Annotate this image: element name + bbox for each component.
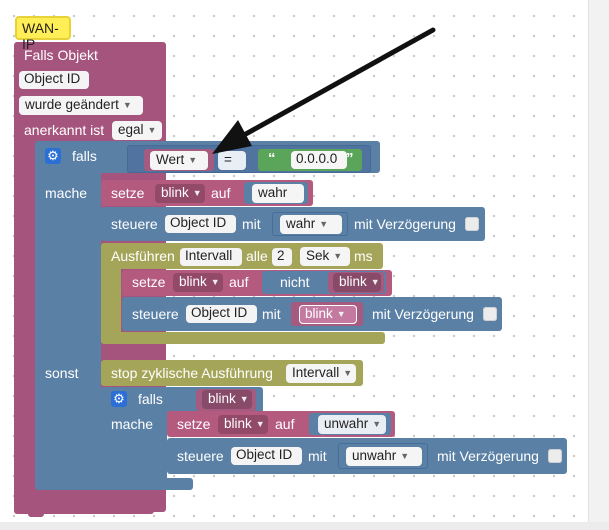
dropdown-arrow-icon: ▼: [255, 419, 265, 429]
set3-var-dropdown[interactable]: blink▼: [218, 415, 268, 434]
set2-label: setze: [132, 274, 166, 290]
not-label: nicht: [280, 274, 310, 290]
interval-block-side: [101, 243, 121, 343]
inner-if-var-dropdown[interactable]: blink▼: [202, 390, 252, 409]
control2-object-id[interactable]: Object ID: [186, 305, 257, 323]
control2-var-label: blink: [305, 306, 333, 321]
dropdown-arrow-icon: ▼: [336, 309, 346, 319]
dropdown-arrow-icon: ▼: [370, 277, 380, 287]
control-delay-label: mit Verzögerung: [354, 216, 456, 232]
delay-checkbox-3[interactable]: [548, 449, 562, 463]
acknowledged-dropdown[interactable]: egal▼: [112, 121, 162, 140]
variable-wert-label: Wert: [156, 152, 185, 167]
then-label: mache: [45, 185, 88, 201]
bool-true-dropdown[interactable]: wahr: [252, 184, 304, 203]
set-label: setze: [111, 185, 145, 201]
interval-block-footer: [101, 332, 385, 344]
dropdown-arrow-icon: ▼: [147, 125, 157, 135]
control3-delay-label: mit Verzögerung: [437, 448, 539, 464]
control-object-id[interactable]: Object ID: [165, 215, 236, 233]
quote-open-icon: “: [268, 150, 276, 167]
control-value-label: wahr: [286, 216, 316, 231]
control2-delay-label: mit Verzögerung: [372, 306, 474, 322]
set-var-label: blink: [161, 185, 189, 200]
interval-name-field[interactable]: Intervall: [180, 248, 242, 266]
delay-checkbox-1[interactable]: [465, 217, 479, 231]
trigger-header: Falls Objekt: [24, 47, 98, 63]
dropdown-arrow-icon: ▼: [319, 219, 329, 229]
control3-with-label: mit: [308, 448, 327, 464]
operator-dropdown[interactable]: =: [218, 151, 246, 170]
dropdown-arrow-icon: ▼: [239, 394, 249, 404]
dropdown-arrow-icon: ▼: [372, 419, 382, 429]
control2-var-dropdown[interactable]: blink▼: [299, 305, 357, 324]
variable-wert-dropdown[interactable]: Wert▼: [150, 151, 208, 170]
control2-label: steuere: [132, 306, 179, 322]
string-value-field[interactable]: 0.0.0.0: [291, 151, 347, 169]
interval-every-label: alle: [246, 248, 268, 264]
title-chip-label: WAN-IP: [22, 20, 59, 52]
stop-label: stop zyklische Ausführung: [111, 365, 273, 381]
set-to-label: auf: [211, 185, 231, 201]
set2-var-label: blink: [179, 274, 207, 289]
dropdown-arrow-icon: ▼: [188, 155, 198, 165]
dropdown-arrow-icon: ▼: [192, 188, 202, 198]
set2-var-dropdown[interactable]: blink▼: [173, 273, 223, 292]
control3-value-dropdown[interactable]: unwahr▼: [346, 447, 422, 466]
interval-amount-field[interactable]: 2: [272, 248, 292, 266]
gear-icon[interactable]: ⚙: [45, 148, 61, 164]
set-var-dropdown[interactable]: blink▼: [155, 184, 205, 203]
dropdown-arrow-icon: ▼: [343, 368, 353, 378]
control3-value-label: unwahr: [352, 448, 397, 463]
set3-var-label: blink: [224, 416, 252, 431]
dropdown-arrow-icon: ▼: [333, 251, 343, 261]
trigger-changed-label: wurde geändert: [25, 97, 119, 112]
else-label: sonst: [45, 365, 79, 381]
operator-label: =: [224, 152, 232, 167]
not-var-block[interactable]: [328, 272, 384, 293]
stop-interval-dropdown[interactable]: Intervall▼: [286, 364, 356, 383]
title-chip[interactable]: WAN-IP: [15, 16, 71, 52]
delay-checkbox-2[interactable]: [483, 307, 497, 321]
set3-label: setze: [177, 416, 211, 432]
bool-true-label: wahr: [258, 185, 288, 200]
if-else-block-body: [35, 141, 101, 489]
inner-if-var-block[interactable]: [196, 389, 256, 411]
set2-to-label: auf: [229, 274, 249, 290]
control3-object-id[interactable]: Object ID: [231, 447, 302, 465]
interval-label: Ausführen: [111, 248, 175, 264]
set3-to-label: auf: [275, 416, 295, 432]
not-var-label: blink: [339, 274, 367, 289]
dropdown-arrow-icon: ▼: [400, 451, 410, 461]
interval-ms-label: ms: [354, 248, 373, 264]
acknowledged-label: anerkannt ist: [24, 122, 105, 138]
quote-close-icon: ”: [346, 150, 354, 167]
bool-false-label: unwahr: [324, 416, 369, 431]
dropdown-arrow-icon: ▼: [210, 277, 220, 287]
acknowledged-value: egal: [118, 122, 144, 137]
trigger-changed-dropdown[interactable]: wurde geändert▼: [19, 96, 143, 115]
workspace-bottom-bar: [0, 522, 609, 530]
trigger-block-footer: [14, 498, 154, 514]
workspace-scrollbar[interactable]: [588, 0, 609, 530]
bool-false-dropdown[interactable]: unwahr▼: [318, 415, 386, 434]
stop-interval-label: Intervall: [292, 365, 340, 380]
dropdown-arrow-icon: ▼: [122, 100, 132, 110]
control3-label: steuere: [177, 448, 224, 464]
control-with-label: mit: [242, 216, 261, 232]
inner-if-label: falls: [138, 391, 163, 407]
control-label: steuere: [111, 216, 158, 232]
inner-if-var-label: blink: [208, 391, 236, 406]
interval-unit-label: Sek: [306, 248, 330, 263]
control2-with-label: mit: [262, 306, 281, 322]
inner-then-label: mache: [111, 416, 154, 432]
control-value-dropdown[interactable]: wahr▼: [280, 215, 342, 234]
not-var-dropdown[interactable]: blink▼: [333, 273, 381, 292]
if-label: falls: [72, 148, 97, 164]
gear-icon[interactable]: ⚙: [111, 391, 127, 407]
trigger-block-tab: [28, 512, 44, 517]
trigger-object-id-field[interactable]: Object ID: [19, 71, 89, 89]
interval-unit-dropdown[interactable]: Sek▼: [300, 247, 350, 266]
